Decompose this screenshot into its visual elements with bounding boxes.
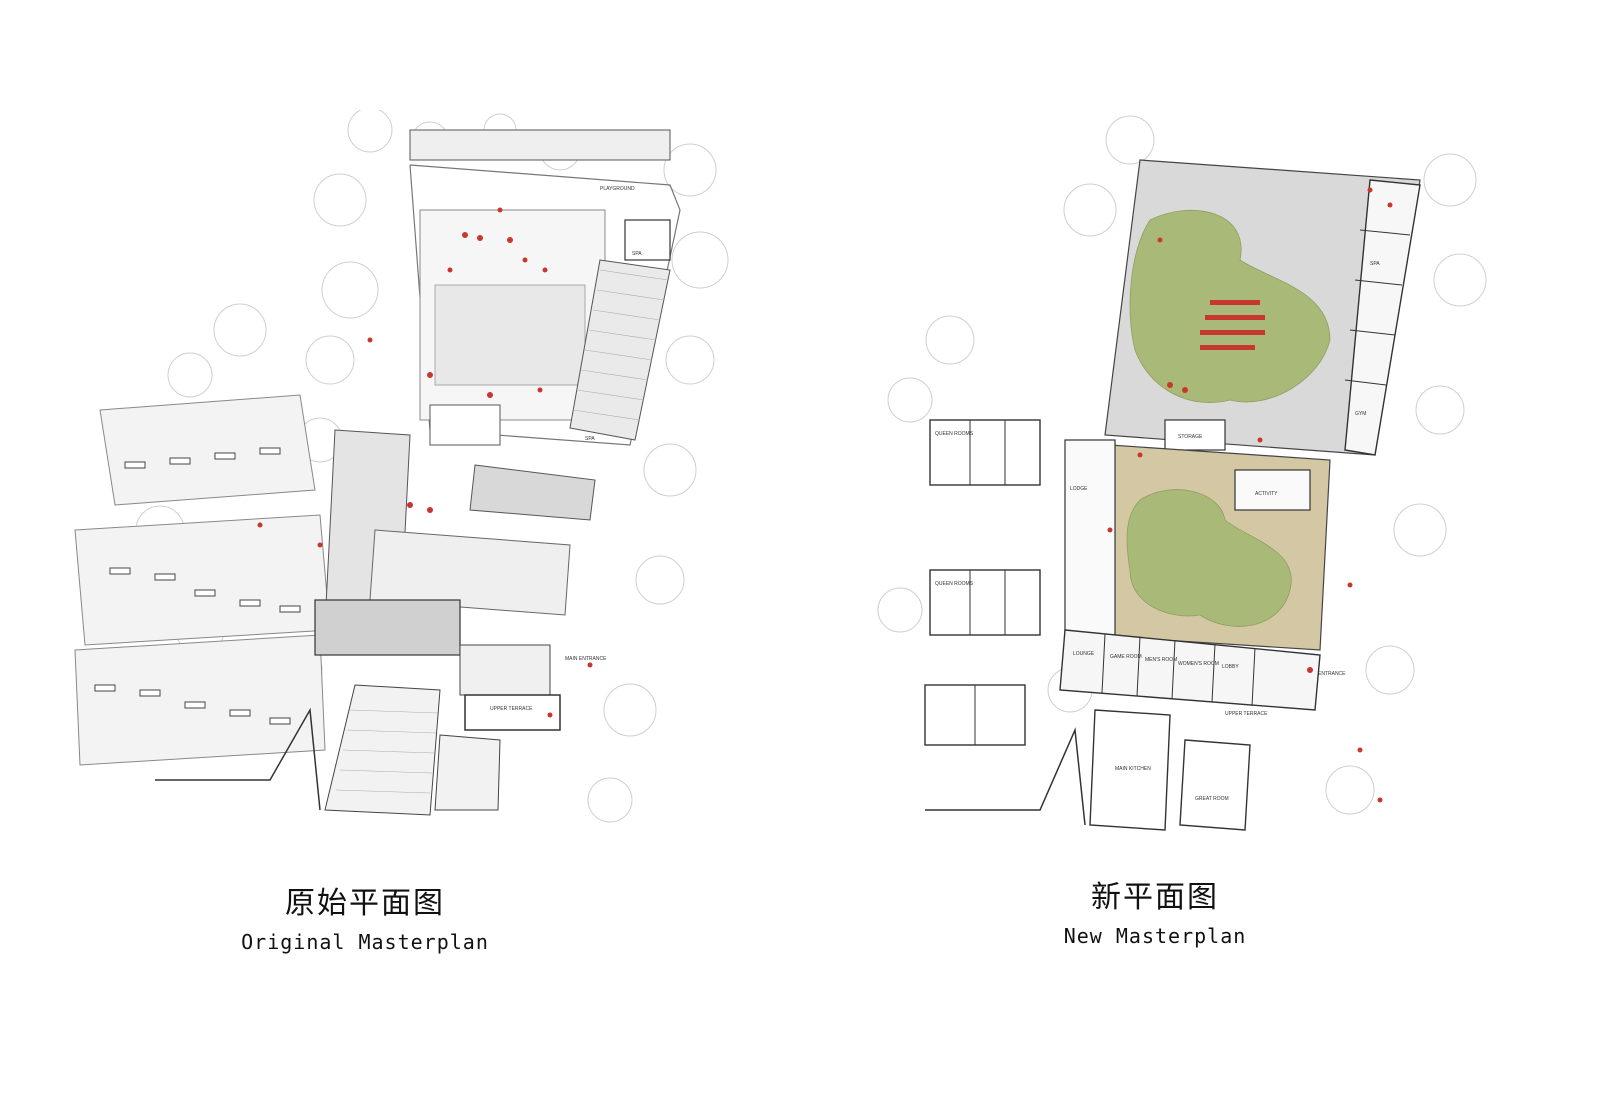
label-queen-rooms-bottom: QUEEN ROOMS [935,581,974,587]
caption-original: 原始平面图 Original Masterplan [215,878,515,954]
new-title-en: New Masterplan [1063,924,1247,948]
label-queen-rooms-top: QUEEN ROOMS [935,431,974,437]
original-central-pavilion: UPPER TERRACE MAIN ENTRANCE [314,429,607,731]
new-trees [877,115,1487,815]
new-south-lawn [1126,489,1292,627]
original-title-zh: 原始平面图 [285,886,445,921]
new-west-rooms: QUEEN ROOMS QUEEN ROOMS LODGE ACTIVITY [929,419,1311,641]
new-red-accents [1107,187,1393,803]
new-east-rooms: SPA GYM [1344,179,1421,456]
label-entrance: ENTRANCE [1318,671,1346,677]
new-title-zh: 新平面图 [1091,880,1219,915]
new-north-lawn [1129,209,1331,403]
label-lounge: LOUNGE [1073,651,1095,657]
label-storage: STORAGE [1178,434,1203,440]
original-red-accents [257,207,593,718]
label-mens-room: MEN'S ROOM [1145,657,1177,663]
original-masterplan-drawing: PLAYGROUND SPA SPA [70,110,750,830]
new-masterplan-drawing: SPA GYM STORAGE QUEEN ROOMS QUEEN ROOMS … [830,110,1510,840]
label-womens-room: WOMEN'S ROOM [1178,661,1219,667]
original-plan-svg: PLAYGROUND SPA SPA [74,110,729,823]
original-west-roofs [74,394,331,766]
label-main-entrance: MAIN ENTRANCE [565,656,607,662]
label-activity: ACTIVITY [1255,491,1278,497]
label-lobby: LOBBY [1222,664,1239,670]
label-playground: PLAYGROUND [600,186,635,192]
label-main-kitchen: MAIN KITCHEN [1115,766,1151,772]
label-upper-terrace: UPPER TERRACE [490,706,533,712]
label-game-room: GAME ROOM [1110,654,1142,660]
caption-new: 新平面图 New Masterplan [1025,872,1285,948]
label-lodge: LODGE [1070,486,1088,492]
original-east-shed [569,259,671,441]
label-gym: GYM [1355,411,1366,417]
label-upper-terrace-new: UPPER TERRACE [1225,711,1268,717]
label-spa-bottom: SPA [585,436,595,442]
new-south-rooms: LOUNGE GAME ROOM MEN'S ROOM WOMEN'S ROOM… [1059,629,1346,711]
original-south-stairs [324,684,501,816]
new-kitchen-great-room: MAIN KITCHEN GREAT ROOM [1089,709,1251,831]
original-title-en: Original Masterplan [241,930,489,954]
new-seating-rows [1200,300,1265,350]
label-spa-top: SPA [632,251,642,257]
new-plan-svg: SPA GYM STORAGE QUEEN ROOMS QUEEN ROOMS … [877,115,1487,831]
label-great-room: GREAT ROOM [1195,796,1229,802]
label-spa: SPA [1370,261,1380,267]
